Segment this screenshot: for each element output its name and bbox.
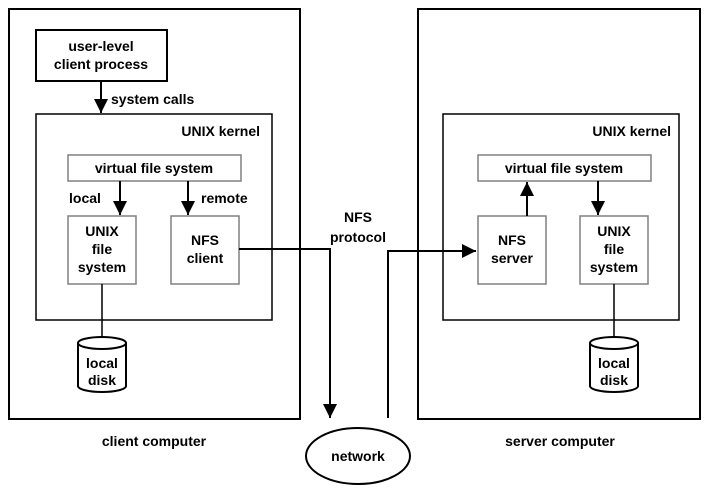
nfs-protocol-label-line1: NFS <box>344 209 372 225</box>
server-kernel-box <box>442 113 680 321</box>
nfs-client-label-line2: client <box>187 250 224 266</box>
server-computer-caption: server computer <box>505 433 615 449</box>
server-computer-box <box>417 8 701 420</box>
server-disk-icon <box>589 336 639 393</box>
server-vfs-label: virtual file system <box>505 160 623 176</box>
client-kernel-box <box>35 113 273 321</box>
nfs-protocol-label-line2: protocol <box>330 229 386 245</box>
nfs-client-box <box>170 215 240 285</box>
client-unix-fs-box <box>67 215 137 285</box>
client-vfs-box <box>67 154 242 182</box>
client-unix-fs-label-line1: UNIX <box>85 223 119 239</box>
nfs-server-label-line1: NFS <box>498 232 526 248</box>
nfs-server-label-line2: server <box>491 250 534 266</box>
client-disk-label-line1: local <box>86 355 118 371</box>
server-disk-label-line2: disk <box>600 372 628 388</box>
server-unix-fs-label-line2: file <box>604 241 624 257</box>
client-unix-fs-label-line3: system <box>78 259 126 275</box>
client-process-label-line2: client process <box>54 56 148 72</box>
client-unix-fs-label-line2: file <box>92 241 112 257</box>
server-unix-fs-label-line1: UNIX <box>597 223 631 239</box>
client-process-label-line1: user-level <box>68 38 133 54</box>
network-label: network <box>331 448 385 464</box>
client-kernel-label: UNIX kernel <box>181 123 260 139</box>
server-vfs-box <box>477 154 652 182</box>
client-vfs-label: virtual file system <box>95 160 213 176</box>
network-ellipse <box>305 427 411 485</box>
server-kernel-label: UNIX kernel <box>592 123 671 139</box>
system-calls-label: system calls <box>111 91 194 107</box>
remote-label: remote <box>201 190 248 206</box>
local-label: local <box>69 190 101 206</box>
server-disk-label-line1: local <box>598 355 630 371</box>
client-computer-caption: client computer <box>102 433 207 449</box>
network-to-server-line <box>387 244 476 418</box>
client-disk-label-line2: disk <box>88 372 116 388</box>
nfs-server-box <box>477 215 547 285</box>
nfs-client-label-line1: NFS <box>191 232 219 248</box>
client-disk-icon <box>77 336 127 393</box>
client-to-network-line <box>239 248 337 418</box>
client-computer-box <box>8 8 301 420</box>
server-unix-fs-label-line3: system <box>590 259 638 275</box>
